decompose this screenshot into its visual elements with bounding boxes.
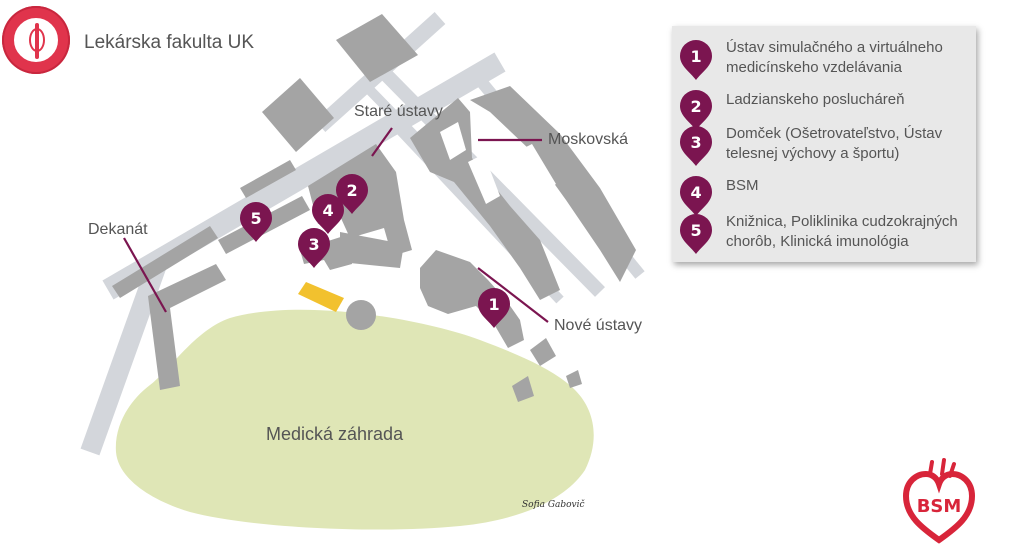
legend-pin-5-icon: 5 (680, 214, 712, 254)
pin-3[interactable]: 3 (298, 228, 330, 268)
building-small-2 (512, 376, 534, 402)
bsm-heart-logo-icon: BSM (902, 458, 976, 544)
garden-area (115, 309, 594, 530)
pin-4-number: 4 (322, 201, 333, 220)
legend-pin-1-icon: 1 (680, 40, 712, 80)
building-small-3 (566, 370, 582, 388)
snake-icon (29, 28, 45, 52)
building-small-1 (530, 338, 556, 366)
building-new-institutes (420, 250, 524, 348)
legend-item-5-text: Knižnica, Poliklinika cudzokrajných chor… (726, 213, 958, 250)
bsm-logo-text: BSM (917, 496, 962, 517)
pin-5-marker-icon (240, 202, 272, 242)
leader-dekanat (123, 237, 167, 313)
courtyard-1 (440, 122, 466, 160)
pin-4[interactable]: 4 (312, 194, 344, 234)
building-lecture-hall (340, 232, 404, 268)
pin-2-marker-icon (336, 174, 368, 214)
highlighted-building (298, 282, 344, 312)
legend-pin-2-number: 2 (690, 97, 701, 116)
legend-item-3-text: Domček (Ošetrovateľstvo, Ústav telesnej … (726, 125, 943, 162)
legend-pin-4-icon: 4 (680, 176, 712, 216)
legend-pin-3-icon: 3 (680, 126, 712, 166)
building-top-left (262, 78, 334, 152)
page-title: Lekárska fakulta UK (84, 32, 255, 53)
building-north-block (240, 160, 296, 198)
building-left-strip (112, 226, 218, 298)
pin-2[interactable]: 2 (336, 174, 368, 214)
road-left-vertical (80, 258, 168, 456)
university-seal-logo (2, 6, 70, 74)
label-nove-ustavy: Nové ústavy (554, 317, 642, 334)
pin-5[interactable]: 5 (240, 202, 272, 242)
label-garden: Medická záhrada (266, 424, 404, 444)
legend-pin-1-number: 1 (690, 47, 701, 66)
legend-item-1-text: Ústav simulačného a virtuálneho medicíns… (726, 39, 943, 76)
artist-signature: Sofia Gabovič (522, 500, 585, 510)
seal-inner (12, 16, 60, 64)
pin-2-number: 2 (346, 181, 357, 200)
pin-3-marker-icon (298, 228, 330, 268)
leader-lines (123, 127, 549, 323)
label-stare-ustavy: Staré ústavy (354, 103, 443, 120)
pin-3-number: 3 (308, 235, 319, 254)
legend-pin-4-number: 4 (690, 183, 701, 202)
legend-pin-2-icon: 2 (680, 90, 712, 130)
pin-4-marker-icon (312, 194, 344, 234)
courtyard-3 (520, 144, 556, 192)
pin-1[interactable]: 1 (478, 288, 510, 328)
pin-1-marker-icon (478, 288, 510, 328)
building-dekanat (148, 264, 226, 390)
legend-item-2-text: Ladzianskeho poslucháreň (726, 91, 905, 108)
building-round (346, 300, 376, 330)
building-moskovska-right (470, 86, 636, 282)
legend-pin-5-number: 5 (690, 221, 701, 240)
building-top-square (336, 14, 418, 82)
legend-pin-3-number: 3 (690, 133, 701, 152)
leader-nove-ustavy (477, 267, 549, 323)
pin-1-number: 1 (488, 295, 499, 314)
leader-stare-ustavy (371, 127, 393, 157)
courtyard-2 (468, 154, 500, 204)
courtyards (440, 122, 556, 204)
label-moskovska: Moskovská (548, 131, 628, 148)
pin-5-number: 5 (250, 209, 261, 228)
label-dekanat: Dekanát (88, 221, 148, 238)
legend-item-4-text: BSM (726, 177, 759, 194)
legend-panel: 1 Ústav simulačného a virtuálneho medicí… (672, 26, 976, 262)
